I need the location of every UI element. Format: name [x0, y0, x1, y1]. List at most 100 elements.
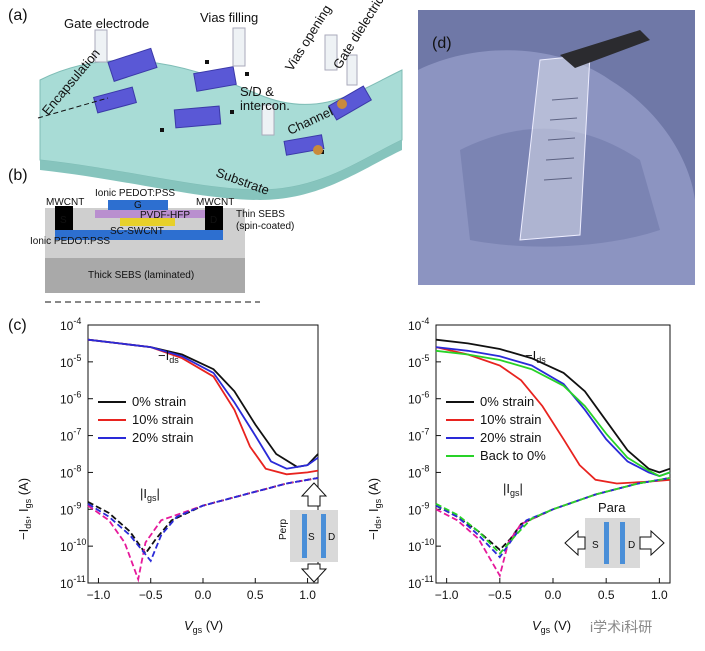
device-block	[193, 66, 237, 92]
legend-entry: 20% strain	[480, 430, 541, 445]
via-dot	[230, 110, 234, 114]
inset-label: Para	[598, 500, 626, 515]
panel-d: (d)	[418, 10, 695, 285]
x-tick-label: −0.5	[488, 588, 512, 602]
nozzle	[232, 27, 246, 67]
arrow-up-icon	[300, 482, 328, 507]
legend-entry: 0% strain	[480, 394, 534, 409]
label-thin-sebs: Thin SEBS	[236, 209, 285, 220]
label-pvdf: PVDF-HFP	[140, 210, 190, 221]
legend-entry: 0% strain	[132, 394, 186, 409]
series-line	[435, 346, 671, 485]
legend-entry: Back to 0%	[480, 448, 546, 463]
label-mwcnt-right: MWCNT	[196, 197, 234, 208]
ionic-pedot-bottom	[55, 230, 223, 240]
legend-entry: 10% strain	[132, 412, 193, 427]
label-spin-coated: (spin-coated)	[236, 221, 294, 232]
annotation-ids: −Ids	[525, 348, 546, 365]
electrode-bar	[302, 514, 307, 558]
panel-b: (b) Ionic PEDOT:PSS MWCNT MWCNT Thin SEB…	[8, 167, 294, 303]
x-tick-label: −1.0	[435, 588, 459, 602]
substrate-edge	[40, 140, 402, 200]
x-tick-label: 0.5	[247, 588, 264, 602]
x-tick-label: −0.5	[139, 588, 163, 602]
device-block	[107, 47, 158, 82]
label-source: S	[60, 215, 67, 226]
series-group	[435, 338, 671, 578]
watermark: i学术i科研	[590, 619, 652, 635]
nozzle	[94, 29, 108, 63]
device-block	[173, 105, 222, 129]
x-tick-label: 1.0	[651, 588, 668, 602]
channel-spot	[337, 99, 347, 109]
nozzle	[346, 54, 358, 86]
drain-mwcnt	[205, 206, 223, 230]
x-tick-label: 0.0	[545, 588, 562, 602]
series-line	[87, 477, 319, 556]
y-tick-label: 10-5	[408, 353, 429, 370]
device-array-line	[543, 177, 573, 181]
series-group	[87, 338, 319, 583]
x-tick-label: 1.0	[299, 588, 316, 602]
y-tick-label: 10-5	[60, 353, 81, 370]
series-line	[435, 338, 671, 474]
legend: 0% strain 10% strain 20% strain	[98, 394, 193, 445]
y-tick-label: 10-10	[60, 537, 86, 554]
panel-a: (a) Gate electr	[8, 0, 403, 200]
device-array-line	[549, 117, 578, 121]
annotation-ids: −Ids	[158, 348, 179, 365]
via-dot	[245, 72, 249, 76]
inset-perp: S D Perp	[278, 482, 338, 583]
annotation-igs: |Igs|	[503, 481, 523, 498]
panel-a-label: (a)	[8, 7, 28, 24]
arrow-down-icon	[300, 563, 328, 583]
y-tick-label: 10-11	[408, 574, 434, 591]
inset-s: S	[308, 532, 315, 543]
annotation-igs: |Igs|	[140, 486, 160, 503]
series-line	[87, 338, 319, 476]
series-line	[87, 477, 319, 563]
inset-para: Para S D	[564, 500, 665, 568]
x-tick-label: −1.0	[87, 588, 111, 602]
via-dot	[205, 60, 209, 64]
inset-box	[290, 510, 338, 562]
legend: 0% strain 10% strain 20% strain Back to …	[446, 394, 546, 463]
series-line	[435, 346, 671, 478]
panel-c-label: (c)	[8, 317, 27, 334]
electrode-bar	[321, 514, 326, 558]
inset-d: D	[328, 532, 335, 543]
y-tick-label: 10-4	[60, 316, 81, 333]
label-vias-filling: Vias filling	[200, 10, 258, 25]
pvdf-hfp	[95, 210, 205, 218]
y-tick-label: 10-9	[60, 500, 81, 517]
y-tick-label: 10-4	[408, 316, 429, 333]
tweezers	[560, 30, 650, 68]
legend-entry: 10% strain	[480, 412, 541, 427]
x-tick-label: 0.5	[598, 588, 615, 602]
nozzle	[261, 104, 275, 136]
label-gate: G	[134, 200, 142, 211]
inset-box	[585, 518, 640, 568]
sc-swcnt	[120, 218, 175, 226]
electrode-bar	[620, 522, 625, 564]
electrode-bar	[604, 522, 609, 564]
device-array-line	[551, 97, 579, 101]
device-block	[92, 86, 138, 114]
y-tick-label: 10-8	[408, 463, 429, 480]
label-thick-sebs: Thick SEBS (laminated)	[88, 270, 194, 281]
inset-s: S	[592, 540, 599, 551]
label-gate-electrode: Gate electrode	[64, 16, 149, 31]
encapsulation-pointer	[37, 97, 109, 119]
arrow-left-icon	[564, 529, 586, 557]
series-line	[435, 477, 671, 559]
inset-d: D	[628, 540, 635, 551]
y-tick-label: 10-7	[60, 427, 81, 444]
device-block	[327, 85, 373, 121]
y-tick-label: 10-10	[408, 537, 434, 554]
label-mwcnt-left: MWCNT	[46, 197, 84, 208]
nozzle	[324, 34, 338, 71]
y-tick-label: 10-9	[408, 500, 429, 517]
device-array-line	[545, 157, 575, 161]
